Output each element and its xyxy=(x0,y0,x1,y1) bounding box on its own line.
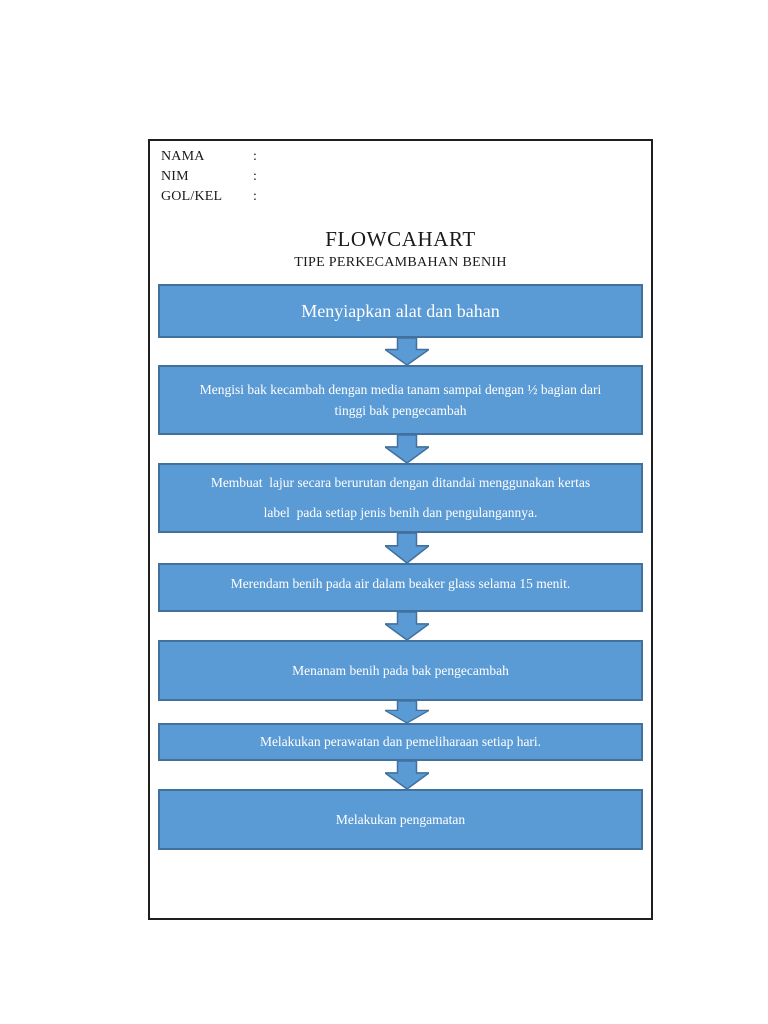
flowchart: Menyiapkan alat dan bahan Mengisi bak ke… xyxy=(150,284,651,850)
flow-step-7: Melakukan pengamatan xyxy=(158,789,643,850)
flow-step-1-text: Menyiapkan alat dan bahan xyxy=(301,301,500,321)
flow-step-7-text: Melakukan pengamatan xyxy=(335,811,466,827)
field-separator: : xyxy=(253,189,258,204)
down-arrow-icon xyxy=(385,761,429,789)
flow-step-2-text: tinggi bak pengecambah xyxy=(334,403,467,418)
down-arrow-icon xyxy=(385,612,429,640)
flow-connector-1 xyxy=(150,338,651,365)
flow-step-4-text: Merendam benih pada air dalam beaker gla… xyxy=(230,576,571,591)
field-row-golkel: GOL/KEL : xyxy=(161,187,651,207)
document-page: NAMA : NIM : GOL/KEL : FLOWCAHART TIPE P… xyxy=(148,139,653,920)
flow-step-3-text: label pada setiap jenis benih dan pengul… xyxy=(263,505,538,520)
flow-connector-4 xyxy=(150,612,651,640)
flow-step-3: Membuat lajur secara berurutan dengan di… xyxy=(158,463,643,533)
down-arrow-icon xyxy=(385,435,429,463)
flow-connector-6 xyxy=(150,761,651,789)
flow-step-3-text: Membuat lajur secara berurutan dengan di… xyxy=(210,475,591,490)
flow-step-1: Menyiapkan alat dan bahan xyxy=(158,284,643,338)
flow-step-4: Merendam benih pada air dalam beaker gla… xyxy=(158,563,643,612)
student-info-block: NAMA : NIM : GOL/KEL : xyxy=(150,141,651,207)
down-arrow-icon xyxy=(385,338,429,365)
field-label-nim: NIM xyxy=(161,169,189,184)
flow-step-5: Menanam benih pada bak pengecambah xyxy=(158,640,643,701)
page-title: FLOWCAHART xyxy=(325,227,476,251)
page-subtitle: TIPE PERKECAMBAHAN BENIH xyxy=(294,255,507,270)
field-label-nama: NAMA xyxy=(161,149,205,164)
field-value-nama xyxy=(267,147,651,167)
field-separator: : xyxy=(253,169,258,184)
field-row-nama: NAMA : xyxy=(161,147,651,167)
down-arrow-icon xyxy=(385,701,429,723)
field-value-golkel xyxy=(267,187,651,207)
field-row-nim: NIM : xyxy=(161,167,651,187)
field-value-nim xyxy=(267,167,651,187)
flow-step-6: Melakukan perawatan dan pemeliharaan set… xyxy=(158,723,643,761)
flow-step-2-text: Mengisi bak kecambah dengan media tanam … xyxy=(199,382,602,397)
flow-step-5-text: Menanam benih pada bak pengecambah xyxy=(292,662,509,678)
flow-connector-5 xyxy=(150,701,651,723)
flow-connector-3 xyxy=(150,533,651,563)
down-arrow-icon xyxy=(385,533,429,563)
field-separator: : xyxy=(253,149,258,164)
flow-step-6-text: Melakukan perawatan dan pemeliharaan set… xyxy=(259,734,542,749)
field-label-golkel: GOL/KEL xyxy=(161,189,223,204)
flow-step-2: Mengisi bak kecambah dengan media tanam … xyxy=(158,365,643,435)
flow-connector-2 xyxy=(150,435,651,463)
